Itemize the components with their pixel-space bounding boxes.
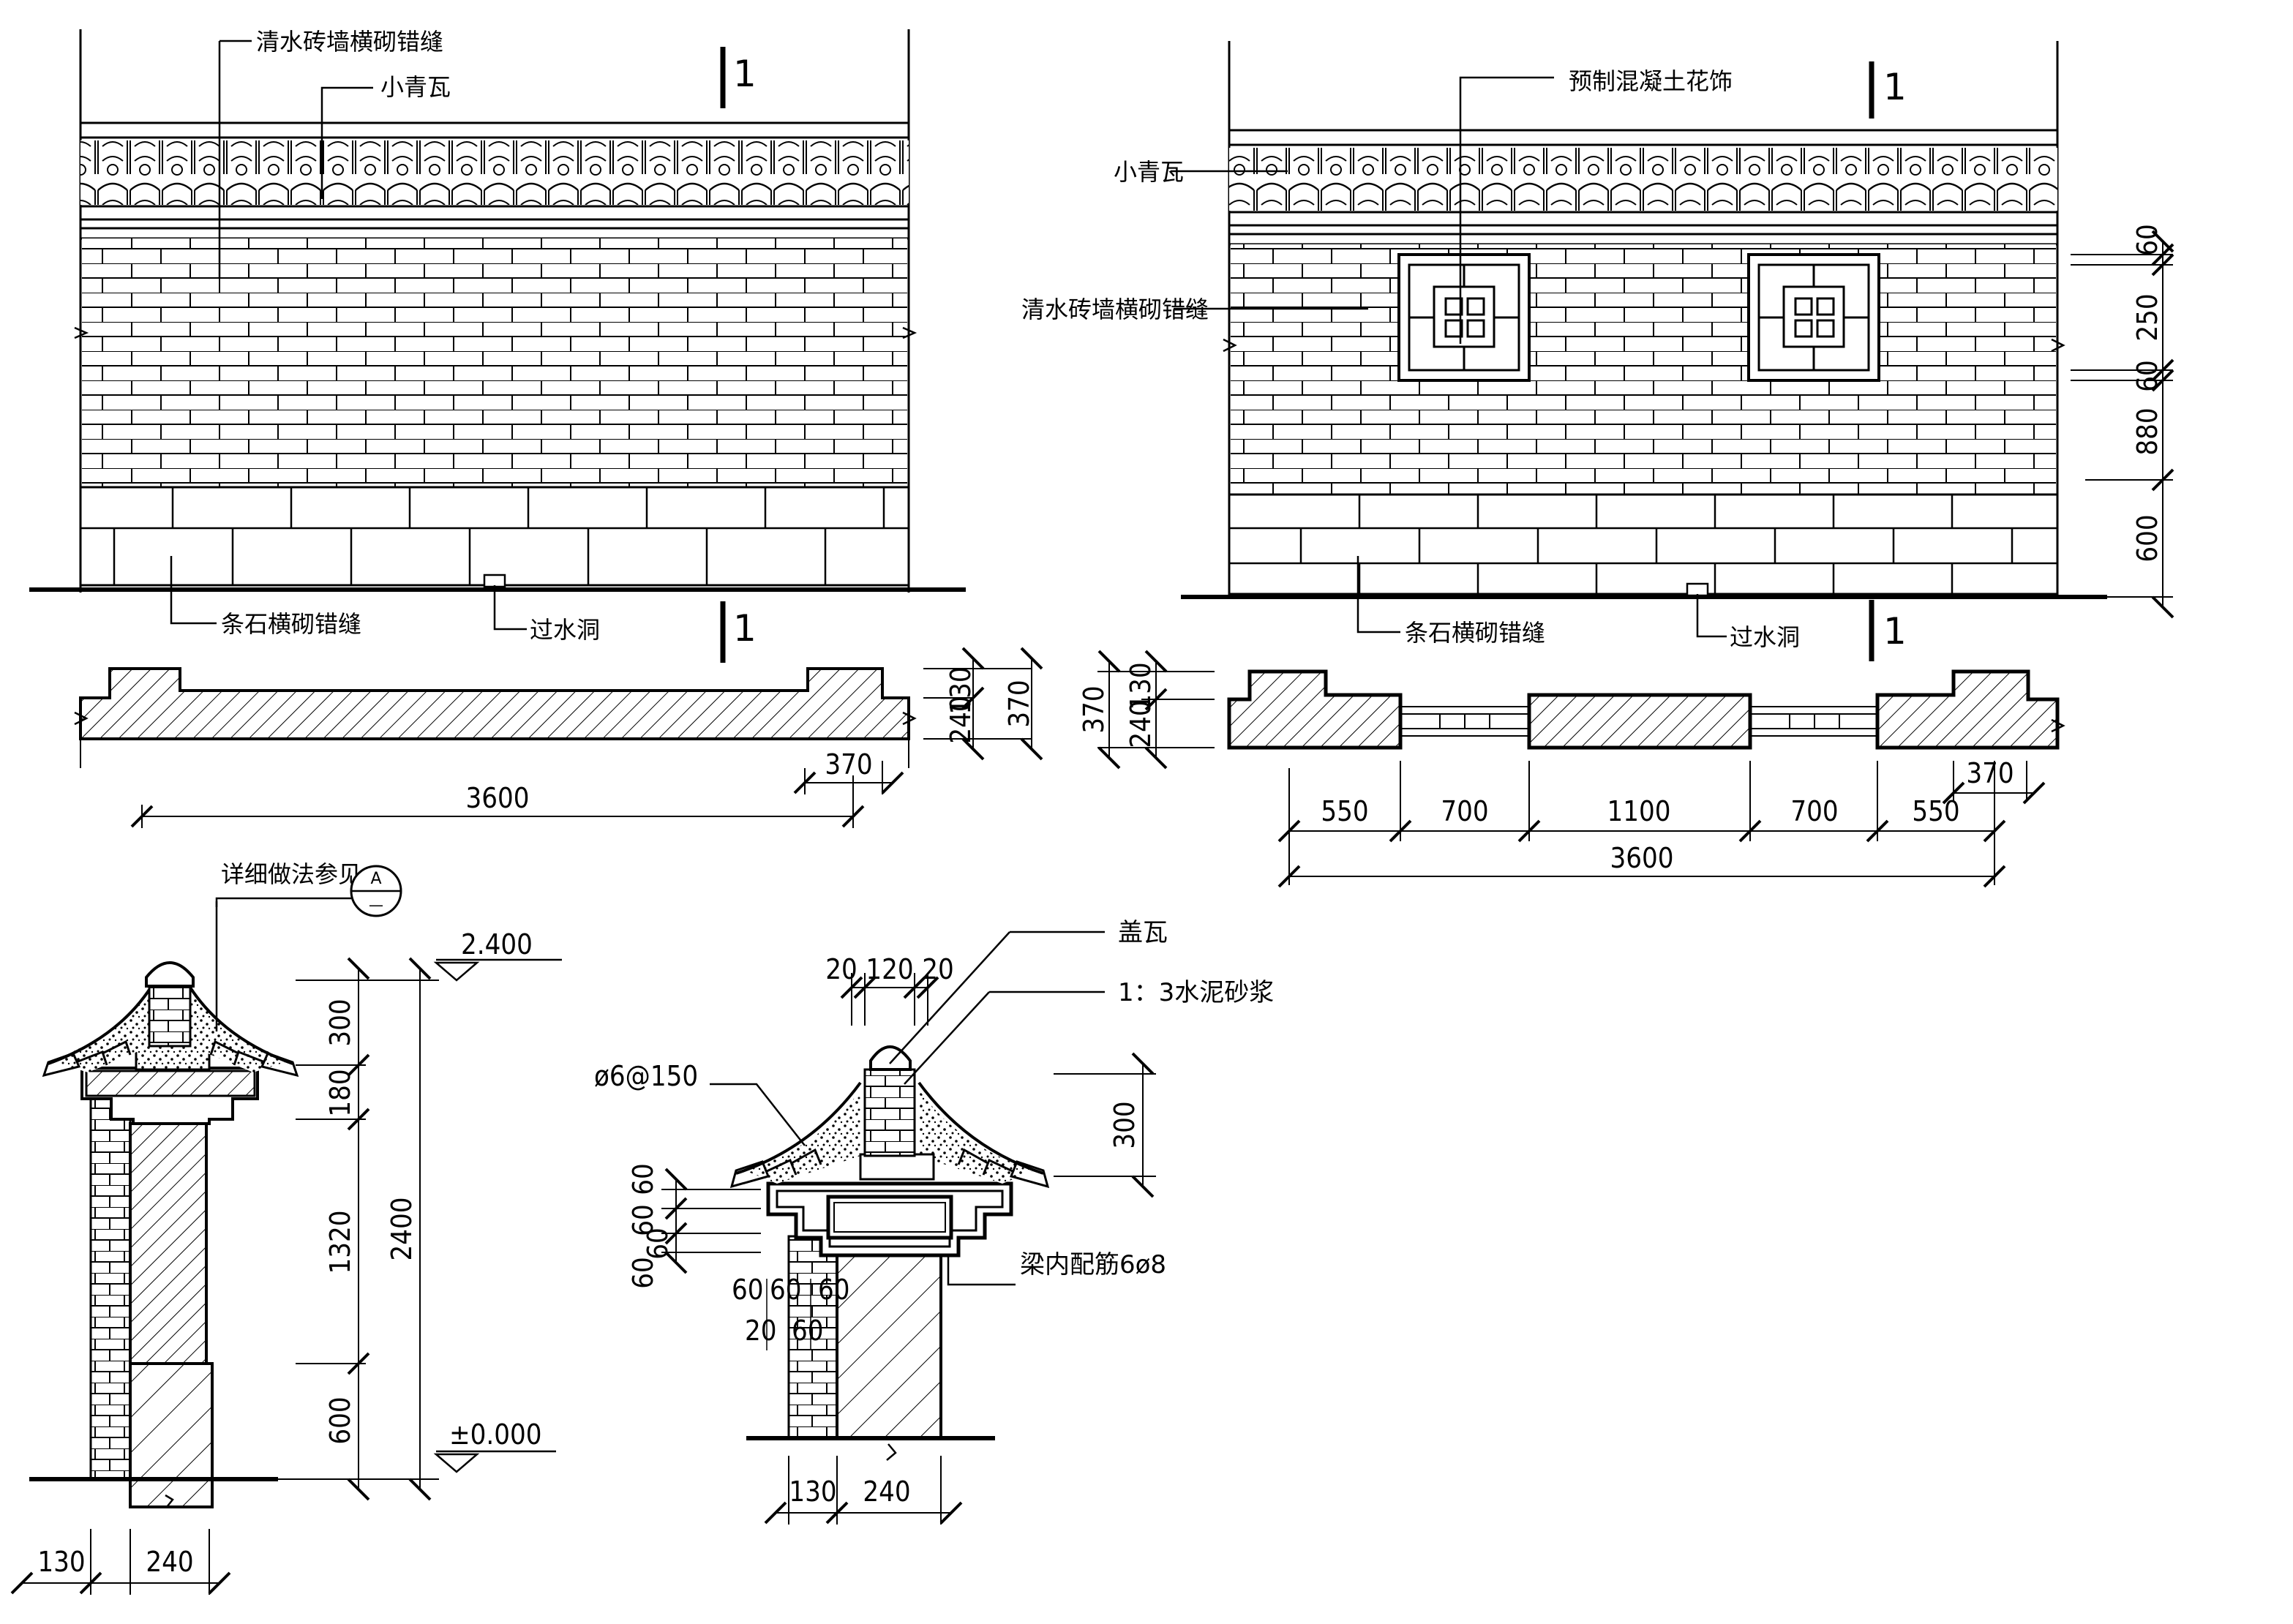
coping-beam bbox=[85, 1069, 256, 1097]
left-dim-60c: 60 bbox=[642, 1228, 674, 1260]
top-dim-120: 120 bbox=[866, 953, 913, 985]
right-elevation: 1 1 预制混凝土花饰 小青瓦 清水砖墙横砌错缝 条石横砌错缝 过水洞 60 2… bbox=[1021, 41, 2173, 661]
brick-wall-face bbox=[82, 238, 907, 487]
wall-plan-section bbox=[79, 667, 910, 740]
label-brick-wall: 清水砖墙横砌错缝 bbox=[1021, 296, 1209, 323]
detail-ref-label: 详细做法参见 bbox=[221, 860, 361, 888]
dim-1100: 1100 bbox=[1607, 795, 1671, 827]
ridge-tile bbox=[145, 961, 195, 988]
dim-130: 130 bbox=[945, 666, 977, 714]
core-foundation bbox=[129, 1362, 214, 1508]
level-bottom: ±0.000 bbox=[449, 1418, 542, 1451]
dim-240: 240 bbox=[945, 696, 977, 743]
total-height-2400: 2400 bbox=[386, 1198, 418, 1261]
small-dim-r1-a: 60 bbox=[732, 1274, 764, 1306]
dim-370: 370 bbox=[1078, 685, 1110, 733]
core-upper bbox=[129, 1122, 208, 1365]
dim-370b: 370 bbox=[1966, 757, 2014, 789]
pier-left bbox=[1227, 669, 1403, 750]
height-dim-300: 300 bbox=[324, 999, 356, 1046]
height-dim-300: 300 bbox=[1108, 1101, 1141, 1149]
label-tile: 小青瓦 bbox=[1114, 158, 1184, 186]
dim-370b: 370 bbox=[825, 748, 872, 781]
label-mortar: 1：3水泥砂浆 bbox=[1118, 978, 1274, 1007]
left-section: 详细做法参见 A — 2.400 ±0.000 300 180 1320 600… bbox=[10, 860, 562, 1595]
brick-wall-face bbox=[1231, 244, 2056, 495]
height-dim-600: 600 bbox=[324, 1396, 356, 1444]
tile-coping bbox=[1229, 148, 2057, 211]
brick-facing bbox=[89, 1089, 132, 1481]
top-dim-20a: 20 bbox=[825, 953, 857, 985]
left-dim-60b: 60 bbox=[627, 1204, 659, 1236]
detail-symbol-top: A bbox=[370, 870, 381, 888]
label-tile: 小青瓦 bbox=[380, 73, 451, 101]
stone-base bbox=[79, 486, 910, 587]
side-dim-880: 880 bbox=[2131, 407, 2163, 455]
right-plan: 130 240 370 550 700 1100 700 550 370 360… bbox=[1078, 650, 2065, 888]
label-cap-tile: 盖瓦 bbox=[1118, 918, 1168, 947]
right-section: 盖瓦 1：3水泥砂浆 ø6@150 梁内配筋6ø8 20 120 20 300 bbox=[594, 918, 1274, 1525]
mortar-bed bbox=[859, 1153, 935, 1181]
pier-center bbox=[1527, 693, 1752, 750]
dim-700-left: 700 bbox=[1441, 795, 1488, 827]
ridge-tile bbox=[869, 1045, 912, 1071]
dim-3600: 3600 bbox=[1610, 842, 1674, 874]
width-dim-240: 240 bbox=[863, 1475, 910, 1508]
stone-base bbox=[1228, 493, 2059, 595]
small-dim-r2-a: 20 bbox=[745, 1315, 777, 1347]
dim-130: 130 bbox=[1125, 662, 1157, 710]
core bbox=[836, 1254, 942, 1440]
dim-700-right: 700 bbox=[1790, 795, 1838, 827]
drain-hole bbox=[483, 574, 506, 588]
drain-hole bbox=[1686, 582, 1709, 597]
label-brick-wall: 清水砖墙横砌错缝 bbox=[256, 28, 443, 56]
cap-bricks bbox=[863, 1068, 916, 1157]
width-dim-130: 130 bbox=[37, 1546, 85, 1578]
dim-550-left: 550 bbox=[1321, 795, 1368, 827]
ornament-panel-plan bbox=[1400, 706, 1877, 737]
label-drain: 过水洞 bbox=[1730, 623, 1800, 651]
label-ornament: 预制混凝土花饰 bbox=[1569, 67, 1733, 95]
small-dim-r1-c: 60 bbox=[818, 1274, 850, 1306]
level-top: 2.400 bbox=[461, 928, 533, 961]
small-dim-r1-b: 60 bbox=[770, 1274, 802, 1306]
cap-bricks bbox=[148, 985, 192, 1048]
pier-right bbox=[1875, 669, 2060, 750]
dim-550-right: 550 bbox=[1912, 795, 1959, 827]
width-dim-240: 240 bbox=[146, 1546, 193, 1578]
tile-coping bbox=[80, 140, 909, 205]
section-mark-bottom: 1 bbox=[1883, 610, 1907, 653]
label-drain: 过水洞 bbox=[530, 616, 600, 644]
dim-370: 370 bbox=[1003, 680, 1035, 727]
label-rebar: 梁内配筋6ø8 bbox=[1020, 1250, 1166, 1279]
side-dim-250: 250 bbox=[2131, 293, 2163, 341]
dim-240: 240 bbox=[1125, 700, 1157, 748]
height-dim-1320: 1320 bbox=[324, 1211, 356, 1274]
ornament-window-2 bbox=[1747, 253, 1880, 382]
width-dim-130: 130 bbox=[789, 1475, 836, 1508]
small-dim-r2-b: 60 bbox=[792, 1315, 824, 1347]
left-dim-60a: 60 bbox=[627, 1163, 659, 1195]
rebar-cage bbox=[826, 1195, 953, 1240]
label-stirrup: ø6@150 bbox=[594, 1060, 698, 1092]
left-elevation: 1 1 清水砖墙横砌错缝 小青瓦 条石横砌错缝 过水洞 bbox=[29, 28, 966, 663]
side-dim-600: 600 bbox=[2131, 514, 2163, 562]
detail-symbol-bottom: — bbox=[369, 896, 383, 914]
side-dim-60b: 60 bbox=[2131, 360, 2163, 392]
top-dim-20b: 20 bbox=[922, 953, 954, 985]
left-plan: 130 240 370 370 3600 bbox=[74, 647, 1043, 828]
section-mark-top: 1 bbox=[1883, 66, 1907, 108]
side-dim-60a: 60 bbox=[2131, 224, 2163, 256]
dim-3600: 3600 bbox=[466, 782, 530, 814]
height-dim-180: 180 bbox=[324, 1069, 356, 1116]
left-dim-60d: 60 bbox=[627, 1257, 659, 1289]
label-stone: 条石横砌错缝 bbox=[221, 610, 361, 638]
label-stone: 条石横砌错缝 bbox=[1405, 619, 1545, 647]
ornament-window-1 bbox=[1397, 253, 1531, 382]
section-mark-top: 1 bbox=[733, 53, 757, 95]
section-mark-bottom: 1 bbox=[733, 607, 757, 650]
